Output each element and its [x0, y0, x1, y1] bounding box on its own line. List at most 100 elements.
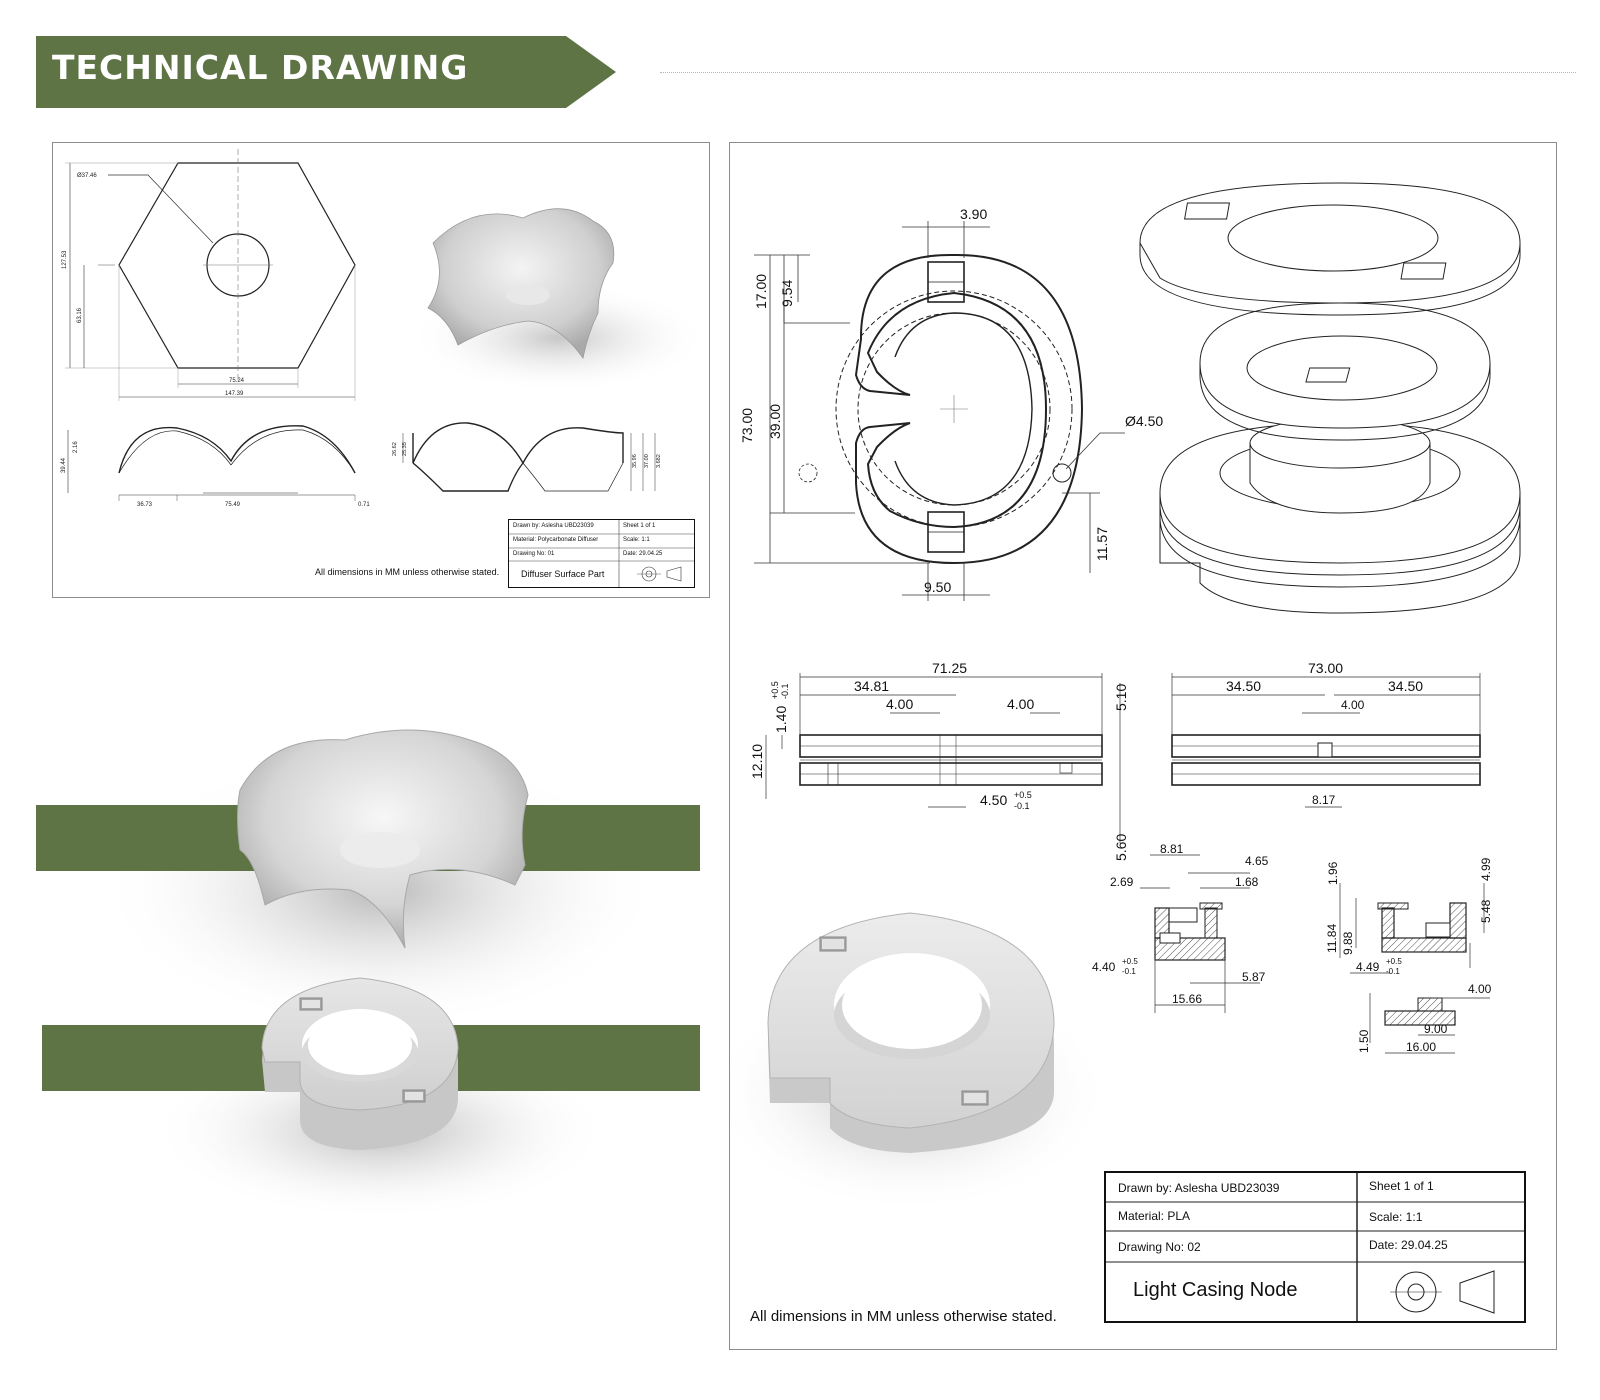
- header-divider: [660, 72, 1576, 73]
- casing-side-section-2: [1171, 673, 1481, 808]
- diffuser-drawn-by: Drawn by: Aslesha UBD23039: [513, 523, 594, 529]
- dim-side1-tol-top: +0.5: [770, 681, 780, 699]
- dim-side2-right: 34.50: [1388, 678, 1423, 694]
- diffuser-title-block-grid: [509, 520, 694, 587]
- dim-side1-450-tol-top: +0.5: [1014, 790, 1032, 800]
- diffuser-material: Material: Polycarbonate Diffuser: [513, 537, 599, 543]
- dim-det1-a: 8.81: [1160, 842, 1184, 856]
- casing-sheet-count: Sheet 1 of 1: [1369, 1179, 1434, 1193]
- dim-side1-1210: 12.10: [749, 744, 765, 779]
- casing-part-name: Light Casing Node: [1133, 1279, 1298, 1301]
- dim-side1-510: 5.10: [1113, 684, 1129, 711]
- casing-material: Material: PLA: [1118, 1209, 1191, 1223]
- diffuser-orthographic-views: Ø37.46 127.53 63.16 75.24 147.39 39.44 2…: [61, 149, 708, 577]
- casing-detail-1-labels: 8.81 4.65 2.69 1.68 4.40 +0.5 -0.1 5.87 …: [1092, 842, 1269, 1006]
- dim-det1-e-tol-bot: -0.1: [1122, 967, 1136, 976]
- diffuser-render-small: [408, 208, 708, 393]
- diffuser-top-view-labels: Ø37.46 127.53 63.16 75.24 147.39: [62, 173, 245, 397]
- casing-node-drawing-sheet: 3.90 17.00 9.54 73.00 39.00 Ø4.50 11.57 …: [729, 142, 1557, 1350]
- dim-det1-e: 4.40: [1092, 960, 1116, 974]
- dim-det1-c: 2.69: [1110, 875, 1134, 889]
- casing-node-render-right: [730, 912, 1110, 1213]
- dim-side1-tol-bot: -0.1: [780, 683, 790, 699]
- dim-elev1-w3: 0.71: [358, 502, 370, 508]
- dim-side1-560: 5.60: [1113, 834, 1129, 861]
- dim-954: 9.54: [779, 280, 795, 307]
- dim-side2-bottom: 8.17: [1312, 793, 1336, 807]
- dim-1157: 11.57: [1094, 527, 1110, 561]
- casing-detail-1: [1140, 854, 1260, 1013]
- casing-drawing-no: Drawing No: 02: [1118, 1240, 1201, 1254]
- banner-arrow-shape: [36, 36, 616, 108]
- casing-exploded-view: [1139, 182, 1521, 614]
- dim-elev2-h2: 25.35: [402, 442, 408, 456]
- dim-side1-half: 34.81: [854, 678, 889, 694]
- dim-elev2-h1: 26.62: [392, 442, 398, 456]
- dim-elev1-rim: 2.16: [73, 441, 79, 453]
- dim-elev1-height: 39.44: [61, 457, 67, 473]
- dim-det2-h: 9.00: [1424, 1022, 1448, 1036]
- casing-sheet-note: All dimensions in MM unless otherwise st…: [750, 1308, 1057, 1325]
- dim-73: 73.00: [739, 408, 755, 443]
- dim-det2-f-tol-bot: -0.1: [1386, 967, 1400, 976]
- dim-side2-gap: 4.00: [1341, 698, 1365, 712]
- casing-scale: Scale: 1:1: [1369, 1210, 1423, 1224]
- dim-950: 9.50: [924, 579, 951, 595]
- dim-elev2-r3: 3.682: [656, 454, 662, 468]
- diffuser-top-view: [65, 149, 356, 401]
- casing-detail-2-labels: 1.96 4.99 5.48 11.84 9.88 4.49 +0.5 -0.1…: [1325, 857, 1493, 1054]
- dim-det1-e-tol-top: +0.5: [1122, 957, 1138, 966]
- casing-drawn-by: Drawn by: Aslesha UBD23039: [1118, 1181, 1280, 1195]
- casing-side-section-1-labels: 71.25 34.81 4.00 4.00 +0.5 -0.1 1.40 12.…: [749, 660, 1129, 861]
- dim-39: 39.00: [767, 404, 783, 439]
- dim-det1-d: 1.68: [1235, 875, 1259, 889]
- diffuser-scale: Scale: 1:1: [623, 537, 650, 543]
- dim-diameter: Ø37.46: [77, 173, 97, 179]
- diffuser-front-elevation: [67, 425, 356, 501]
- casing-title-block: Drawn by: Aslesha UBD23039 Sheet 1 of 1 …: [1104, 1171, 1526, 1323]
- header-banner: TECHNICAL DRAWING: [36, 36, 616, 108]
- dim-side1-140: 1.40: [773, 706, 789, 733]
- dim-side2-left: 34.50: [1226, 678, 1261, 694]
- casing-side-section-1: [765, 673, 1121, 843]
- casing-node-render-left: [261, 977, 459, 1150]
- dim-det2-b: 4.99: [1479, 857, 1493, 881]
- dim-det1-g: 15.66: [1172, 992, 1202, 1006]
- dim-det1-f: 5.87: [1242, 970, 1266, 984]
- casing-detail-2: [1339, 883, 1490, 1054]
- diffuser-date: Date: 29.04.25: [623, 551, 663, 557]
- dim-det2-a: 1.96: [1326, 861, 1340, 885]
- diffuser-part-name: Diffuser Surface Part: [521, 569, 605, 579]
- dim-side1-a: 4.00: [886, 696, 913, 712]
- dim-17: 17.00: [753, 274, 769, 309]
- dim-det1-b: 4.65: [1245, 854, 1269, 868]
- dim-det2-i: 1.50: [1357, 1029, 1371, 1053]
- casing-node-orthographic-views: 3.90 17.00 9.54 73.00 39.00 Ø4.50 11.57 …: [730, 182, 1521, 1325]
- dim-side1-450-tol-bot: -0.1: [1014, 801, 1030, 811]
- dim-flat-width: 75.24: [229, 378, 245, 384]
- diffuser-front-elevation-labels: 39.44 2.16 36.73 75.49 0.71: [61, 441, 370, 508]
- dim-det2-g: 4.00: [1468, 982, 1492, 996]
- diffuser-render-large: [237, 729, 529, 949]
- dim-side1-b: 4.00: [1007, 696, 1034, 712]
- diffuser-sheet-count: Sheet 1 of 1: [623, 523, 656, 529]
- dim-side1-width: 71.25: [932, 660, 967, 676]
- dim-det2-c: 5.48: [1479, 899, 1493, 923]
- diffuser-side-elevation-labels: 26.62 25.35 35.96 37.00 3.682: [392, 442, 662, 468]
- dim-height-total: 127.53: [62, 250, 68, 269]
- diffuser-title-block: Drawn by: Aslesha UBD23039 Sheet 1 of 1 …: [508, 519, 695, 588]
- dim-elev1-w1: 36.73: [137, 502, 153, 508]
- dim-side2-width: 73.00: [1308, 660, 1343, 676]
- casing-date: Date: 29.04.25: [1369, 1238, 1448, 1252]
- casing-title-block-grid: [1106, 1173, 1524, 1321]
- casing-side-section-2-labels: 73.00 34.50 34.50 4.00 8.17: [1226, 660, 1423, 807]
- dim-det2-j: 16.00: [1406, 1040, 1436, 1054]
- dim-elev2-r2: 37.00: [644, 454, 650, 468]
- dim-hole-diameter: Ø4.50: [1125, 413, 1163, 429]
- diffuser-drawing-no: Drawing No: 01: [513, 551, 555, 557]
- dim-elev1-w2: 75.49: [225, 502, 241, 508]
- diffuser-side-elevation: [402, 422, 656, 492]
- diffuser-sheet-note: All dimensions in MM unless otherwise st…: [315, 567, 499, 577]
- dim-height-half: 63.16: [77, 307, 83, 323]
- dim-elev2-r1: 35.96: [632, 454, 638, 468]
